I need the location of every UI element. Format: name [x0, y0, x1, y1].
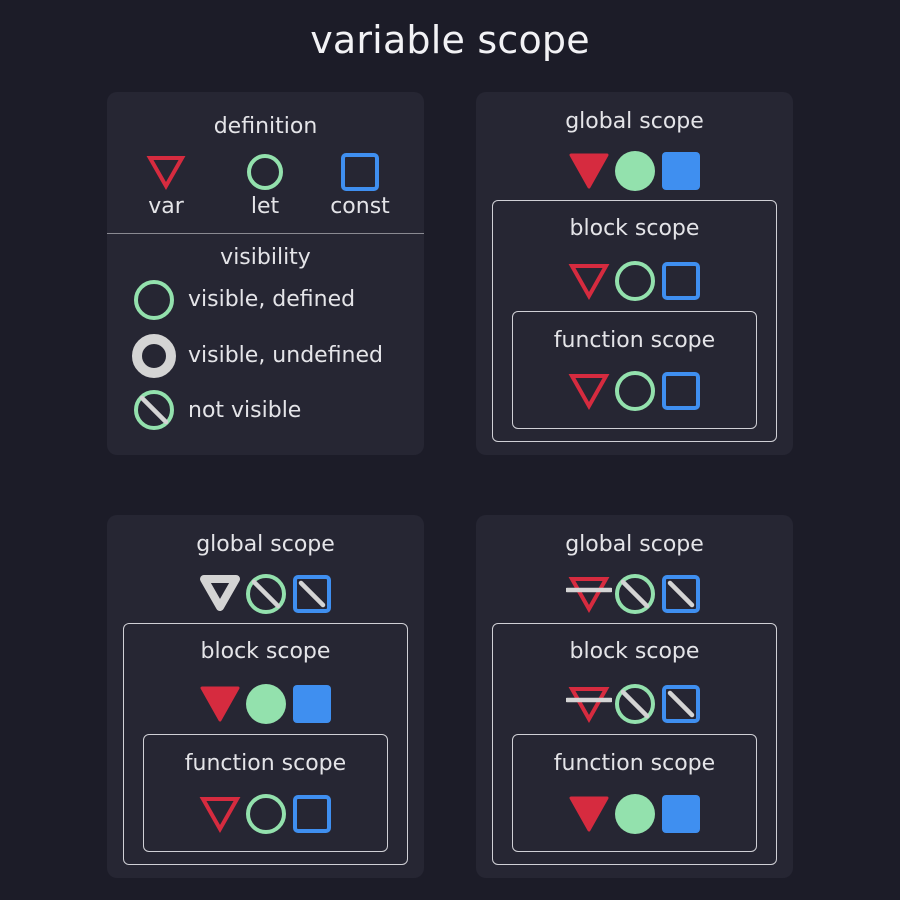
const-outline-icon [658, 259, 704, 305]
var-outline-icon [566, 259, 612, 305]
block-scope-label: block scope [569, 216, 700, 241]
block-scope-box [492, 623, 777, 865]
let-not-visible-icon [612, 682, 658, 728]
not-visible-icon [132, 388, 176, 432]
const-outline-icon [339, 153, 381, 195]
visible-defined-label: visible, defined [188, 287, 356, 312]
function-scope-box [512, 311, 757, 429]
var-undefined-icon [197, 572, 243, 618]
block-scope-label: block scope [200, 639, 331, 664]
block-scope-label: block scope [569, 639, 700, 664]
var-filled-icon [566, 792, 612, 838]
block-scope-box [123, 623, 408, 865]
not-visible-label: not visible [188, 398, 302, 423]
let-label: let [250, 194, 280, 219]
var-label: var [148, 194, 184, 219]
var-filled-icon [566, 149, 612, 195]
global-scope-label: global scope [565, 109, 704, 134]
let-outline-icon [244, 153, 286, 195]
function-scope-box [143, 734, 388, 852]
function-scope-label: function scope [553, 751, 716, 776]
visible-defined-icon [132, 278, 176, 322]
scope-panel-3: global scope block scope function scope [476, 515, 793, 878]
legend-divider [107, 233, 424, 234]
const-not-visible-icon [658, 682, 704, 728]
var-not-visible-icon [566, 682, 612, 728]
scope-panel-2: global scope block scope function scope [107, 515, 424, 878]
function-scope-label: function scope [553, 328, 716, 353]
visible-undefined-label: visible, undefined [188, 343, 383, 368]
var-outline-icon [566, 369, 612, 415]
global-scope-label: global scope [196, 532, 335, 557]
let-filled-icon [612, 792, 658, 838]
global-scope-label: global scope [565, 532, 704, 557]
let-not-visible-icon [243, 572, 289, 618]
const-filled-icon [658, 149, 704, 195]
var-not-visible-icon [566, 572, 612, 618]
let-filled-icon [612, 149, 658, 195]
let-not-visible-icon [612, 572, 658, 618]
const-outline-icon [289, 792, 335, 838]
function-scope-box [512, 734, 757, 852]
let-filled-icon [243, 682, 289, 728]
definition-title: definition [213, 114, 318, 139]
let-outline-icon [612, 369, 658, 415]
visibility-title: visibility [220, 245, 311, 270]
const-outline-icon [658, 369, 704, 415]
var-outline-icon [145, 153, 187, 195]
const-filled-icon [658, 792, 704, 838]
const-filled-icon [289, 682, 335, 728]
const-not-visible-icon [289, 572, 335, 618]
function-scope-label: function scope [184, 751, 347, 776]
var-outline-icon [197, 792, 243, 838]
block-scope-box [492, 200, 777, 442]
const-not-visible-icon [658, 572, 704, 618]
let-outline-icon [612, 259, 658, 305]
page-title: variable scope [310, 18, 590, 62]
let-outline-icon [243, 792, 289, 838]
const-label: const [330, 194, 390, 219]
visible-undefined-icon [130, 332, 178, 380]
scope-panel-1: global scope block scope function scope [476, 92, 793, 455]
legend-card: definition var let const visibility visi… [107, 92, 424, 455]
var-filled-icon [197, 682, 243, 728]
